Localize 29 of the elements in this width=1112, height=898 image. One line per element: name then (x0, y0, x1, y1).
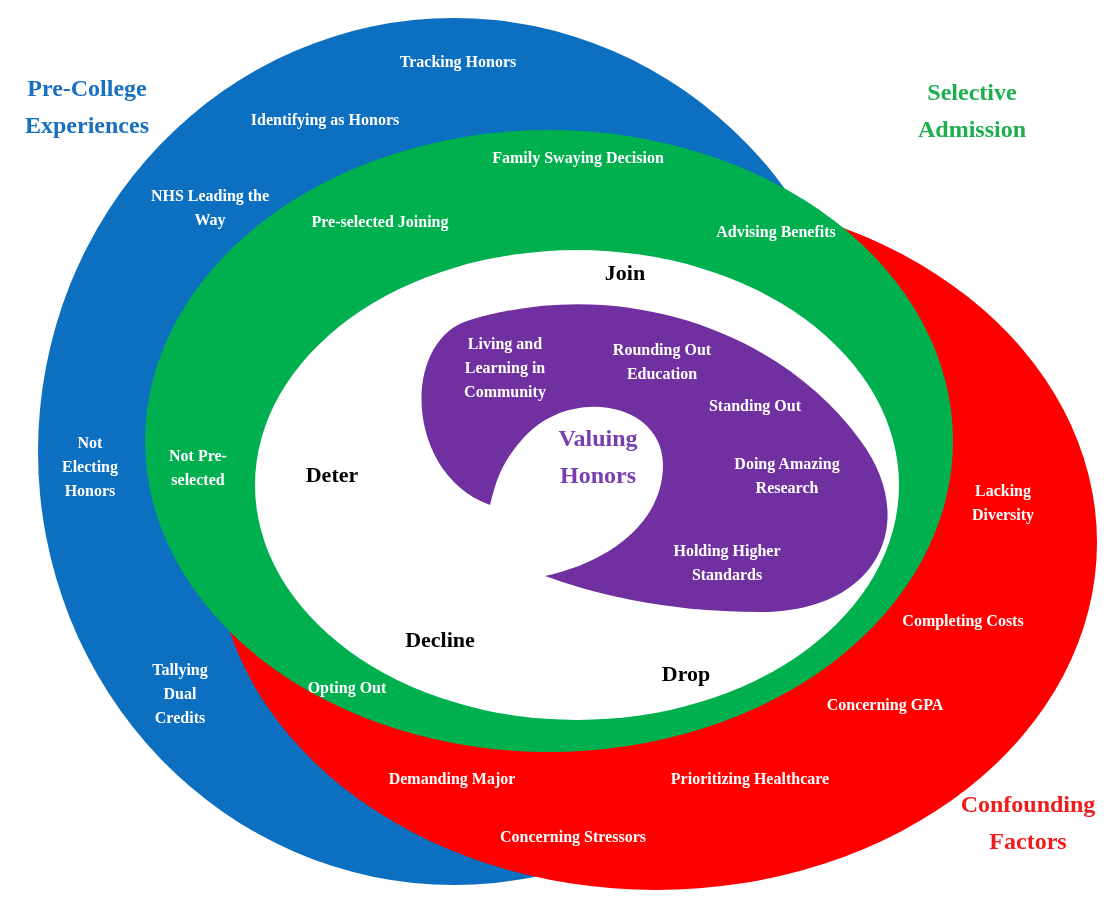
outcome-label: Deter (304, 461, 360, 489)
theme-label: Holding Higher Standards (672, 541, 782, 585)
region-title: Selective Admission (916, 78, 1027, 145)
region-title: Confounding Factors (959, 790, 1097, 857)
outcome-label: Decline (404, 626, 476, 654)
theme-label: Concerning Stressors (499, 827, 647, 848)
theme-label: Not Pre-selected (168, 446, 228, 490)
theme-label: Doing Amazing Research (733, 454, 841, 498)
theme-label: NHS Leading the Way (149, 186, 271, 231)
theme-label: Pre-College Experiences (24, 74, 150, 141)
theme-label: Opting Out (306, 678, 388, 699)
theme-label: Family Swaying Decision (491, 148, 665, 169)
theme-label: Tracking Honors (398, 52, 518, 73)
theme-label: Demanding Major (387, 769, 517, 790)
theme-label: Rounding Out Education (611, 340, 713, 384)
theme-label: Lacking Diversity (970, 481, 1036, 526)
theme-label: Not Electing Honors (61, 433, 119, 501)
theme-label: Tallying Dual Credits (151, 660, 209, 728)
theme-label: Advising Benefits (715, 222, 837, 243)
outcome-label: Join (603, 259, 647, 287)
theme-label: Concerning GPA (825, 695, 945, 716)
theme-label: Completing Costs (901, 611, 1025, 632)
core-title: Valuing Honors (557, 424, 639, 491)
theme-label: Identifying as Honors (249, 110, 401, 131)
outcome-label: Drop (660, 660, 712, 688)
theme-label: Pre-selected Joining (310, 212, 450, 233)
theme-label: Prioritizing Healthcare (669, 769, 831, 790)
theme-label: Standing Out (707, 396, 802, 417)
theme-label: Living and Learning in Community (463, 334, 547, 403)
